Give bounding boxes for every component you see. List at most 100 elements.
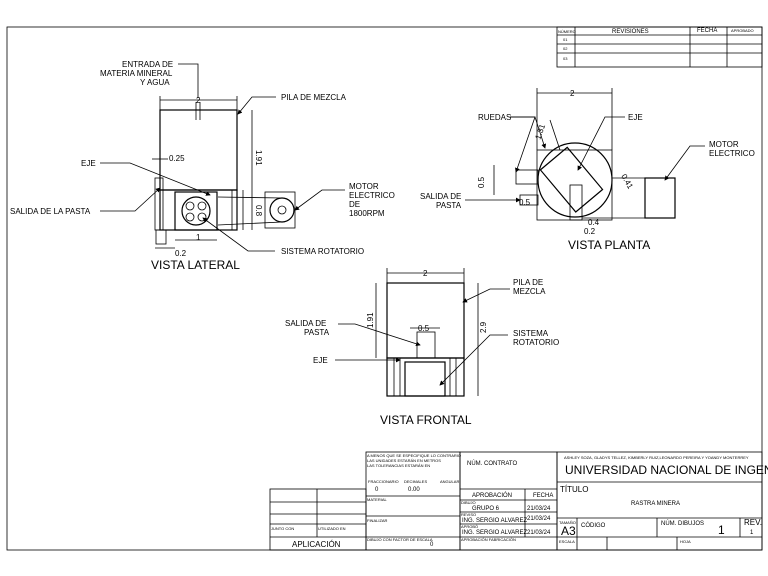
- lateral-dim-top: 2: [196, 96, 201, 105]
- frontal-pila-l1: PILA DE: [513, 278, 543, 287]
- tb-hoja: HOJA: [680, 539, 691, 544]
- tb-titulo-lbl: TÍTULO: [560, 485, 588, 494]
- tb-tamano: A3: [561, 524, 576, 538]
- tb-aprob-fab: APROBACIÓN FABRICACIÓN: [461, 537, 516, 542]
- tb-material: MATERIAL: [367, 497, 387, 502]
- tb-rev-lbl: REV.: [744, 518, 762, 527]
- lateral-eje-label: EJE: [81, 159, 96, 168]
- frontal-eje-label: EJE: [313, 356, 328, 365]
- frontal-dim-191: 1.91: [366, 312, 375, 328]
- planta-motor: [644, 177, 676, 219]
- lateral-motor-l1: MOTOR: [349, 182, 379, 191]
- title-block: JUNTO CON UTILIZADO EN APLICACIÓN A MENO…: [269, 451, 768, 551]
- tb-finalizar: FINALIZAR: [367, 518, 388, 523]
- frontal-pila-l2: MEZCLA: [513, 287, 546, 296]
- vista-frontal: 2 1.91 0.5 2.9 PILA DE MEZCLA SALIDA DE …: [285, 268, 559, 427]
- tb-scale-value: 0: [430, 542, 434, 548]
- tb-date-2: 21/03/24: [527, 516, 551, 522]
- lateral-dim-02: 0.2: [175, 249, 187, 258]
- frontal-sistema-l1: SISTEMA: [513, 329, 549, 338]
- planta-dim-05a: 0.5: [477, 176, 486, 188]
- lateral-entrada-l1: ENTRADA DE: [122, 60, 173, 69]
- tb-tol-ang-lbl: ANGULAR: [440, 479, 459, 484]
- vista-lateral: 2 1.91 0.8 1 0.2 0.25 ENTRADA DE MATERIA…: [10, 60, 395, 272]
- lateral-motor-l3: DE: [349, 200, 360, 209]
- tb-fecha: FECHA: [533, 493, 553, 499]
- frontal-salida-l2: PASTA: [304, 328, 330, 337]
- lateral-title: VISTA LATERAL: [151, 258, 240, 272]
- planta-salida-l2: PASTA: [436, 201, 462, 210]
- tb-reviso: ING. SERGIO ALVAREZ: [462, 518, 527, 524]
- frontal-dim-05: 0.5: [418, 324, 430, 333]
- rev-row-2: 02: [563, 46, 568, 51]
- tb-tol-dec-lbl: DECIMALES: [404, 479, 427, 484]
- tb-aplicacion: APLICACIÓN: [292, 540, 341, 549]
- tb-aprobo-lbl: APROBÓ: [461, 524, 478, 529]
- rev-header-num: NÚMERO: [558, 29, 576, 34]
- frontal-salida-l1: SALIDA DE: [285, 319, 326, 328]
- revisions-table: NÚMERO REVISIONES FECHA APROBADO 01 02 0…: [556, 26, 763, 68]
- tb-date-3: 21/03/24: [527, 530, 551, 536]
- planta-dim-05b: 0.5: [519, 198, 531, 207]
- rev-header-aprobado: APROBADO: [731, 28, 754, 33]
- tb-tamano-lbl: TAMAÑO: [559, 520, 576, 525]
- tb-tol-dec-val: 0.00: [408, 487, 420, 493]
- tb-codigo: CÓDIGO: [581, 522, 606, 529]
- tb-note-2: LAS UNIDADES ESTARÁN EN METROS: [367, 458, 441, 463]
- planta-dim-04: 0.4: [588, 218, 600, 227]
- frontal-dim-29: 2.9: [479, 321, 488, 333]
- lateral-entrada-l2: MATERIA MINERAL: [100, 69, 173, 78]
- tb-aprobacion: APROBACIÓN: [472, 492, 512, 499]
- frontal-pila-body: [386, 282, 465, 359]
- lateral-dim-1: 1: [196, 233, 201, 242]
- tb-note-3: LAS TOLERANCIAS ESTARÁN EN: [367, 463, 430, 468]
- lateral-sistema-label: SISTEMA ROTATORIO: [281, 247, 364, 256]
- lateral-dim-191: 1.91: [254, 150, 263, 166]
- tb-junto-con: JUNTO CON: [271, 526, 294, 531]
- rev-row-1: 01: [563, 37, 568, 42]
- vista-planta: 2 1.31 0.41 0.5 0.5 0.4 0.2 RUEDAS EJE M…: [420, 88, 755, 252]
- lateral-motor-l4: 1800RPM: [349, 209, 385, 218]
- planta-motor-l2: ELECTRICO: [709, 149, 755, 158]
- rev-header-title: REVISIONES: [612, 29, 649, 35]
- lateral-motor-l2: ELECTRICO: [349, 191, 395, 200]
- tb-rev-value: 1: [750, 530, 754, 536]
- tb-num-dibujos: NÚM. DIBUJOS: [661, 520, 704, 527]
- lateral-entrada-l3: Y AGUA: [140, 78, 170, 87]
- tb-scale-note: DIBUJO CON FACTOR DE ESCALA: [367, 537, 433, 542]
- lateral-pila-body: [159, 109, 238, 191]
- rev-header-fecha: FECHA: [697, 28, 717, 34]
- tb-tol-frac-val: 0: [375, 487, 379, 493]
- tb-num-contrato: NÚM. CONTRATO: [467, 460, 517, 467]
- planta-dim-131: 1.31: [533, 122, 547, 140]
- planta-ruedas-label: RUEDAS: [478, 113, 511, 122]
- tb-num-value: 1: [718, 523, 725, 537]
- planta-motor-l1: MOTOR: [709, 140, 739, 149]
- tb-utilizado-en: UTILIZADO EN: [318, 526, 346, 531]
- tb-university: UNIVERSIDAD NACIONAL DE INGENIERÍA: [565, 462, 768, 477]
- tb-reviso-lbl: REVISO: [461, 512, 476, 517]
- planta-title: VISTA PLANTA: [568, 238, 650, 252]
- tb-titulo-value: RASTRA MINERA: [631, 501, 680, 507]
- tb-date-1: 21/03/24: [527, 506, 551, 512]
- lateral-dim-025: 0.25: [169, 154, 185, 163]
- planta-salida-l1: SALIDA DE: [420, 192, 461, 201]
- tb-note-1: A MENOS QUE SE ESPECIFIQUE LO CONTRARIO: [367, 453, 461, 458]
- tb-authors: ASHLEY SOZA, GLADYS TELLEZ, KIMBERLY RUI…: [564, 455, 749, 460]
- lateral-salida-label: SALIDA DE LA PASTA: [10, 207, 91, 216]
- planta-dim-02: 0.2: [584, 227, 596, 236]
- tb-aprobo: ING. SERGIO ALVAREZ: [462, 530, 527, 536]
- tb-escala: ESCALA: [559, 539, 575, 544]
- tb-grupo: GRUPO 6: [472, 506, 500, 512]
- frontal-title: VISTA FRONTAL: [380, 413, 472, 427]
- lateral-dim-08: 0.8: [254, 205, 263, 217]
- rev-row-3: 03: [563, 56, 568, 61]
- planta-eje-label: EJE: [628, 113, 643, 122]
- planta-dim-top: 2: [570, 89, 575, 98]
- tb-dibujo-lbl: DIBUJO: [461, 500, 476, 505]
- tb-tol-frac-lbl: FRACCIONARIO: [368, 479, 399, 484]
- lateral-pila-label: PILA DE MEZCLA: [281, 93, 347, 102]
- frontal-sistema-l2: ROTATORIO: [513, 338, 559, 347]
- planta-dim-041: 0.41: [619, 173, 635, 191]
